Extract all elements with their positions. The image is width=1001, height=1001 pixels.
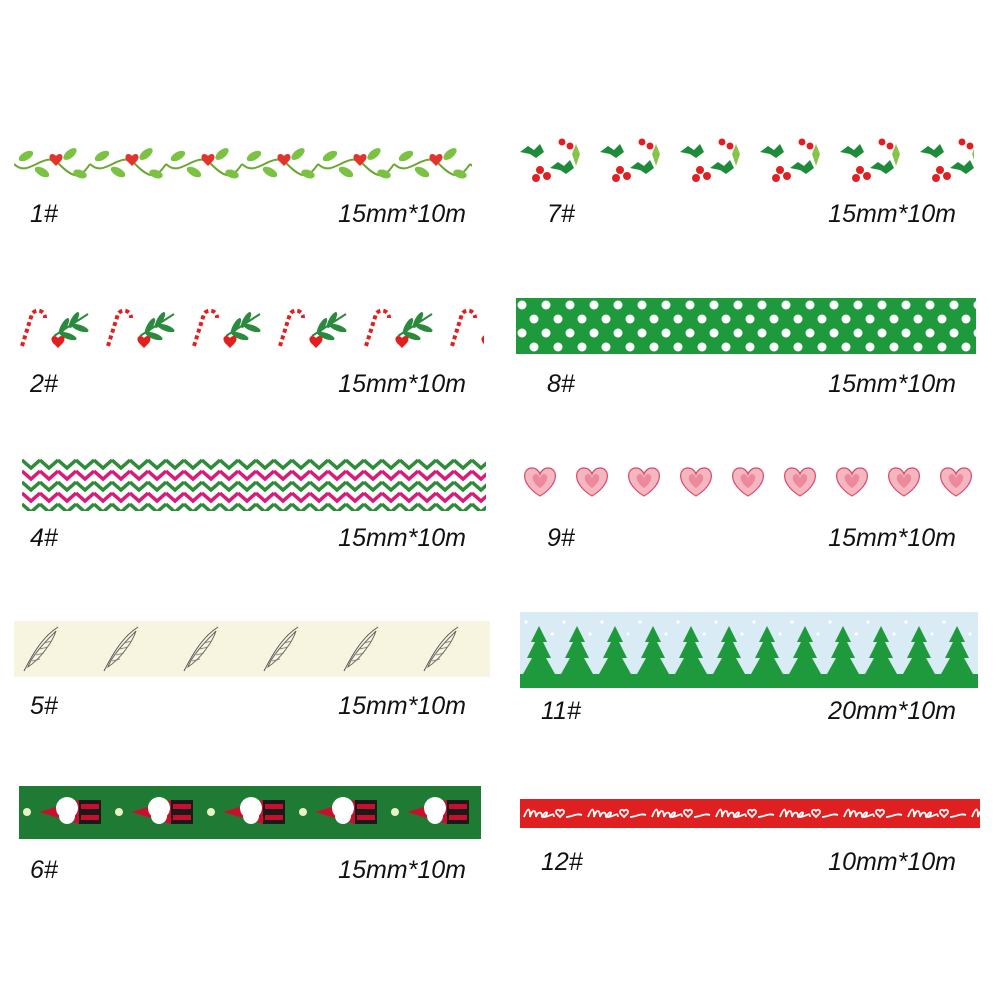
tape-swatch-12	[520, 799, 980, 828]
item-size-6: 15mm*10m	[338, 856, 466, 884]
tape-swatch-9	[514, 456, 976, 508]
polka-dot-pattern	[516, 298, 976, 354]
item-number-9: 9#	[547, 524, 575, 552]
tape-swatch-6	[19, 786, 481, 839]
sketch-feather-pattern	[14, 621, 490, 677]
candy-cane-pattern	[14, 300, 484, 352]
item-size-8: 15mm*10m	[828, 370, 956, 398]
tape-swatch-1	[14, 134, 472, 186]
item-number-8: 8#	[547, 370, 575, 398]
watercolor-hearts-pattern	[514, 456, 976, 508]
item-number-1: 1#	[30, 200, 58, 228]
item-size-9: 15mm*10m	[828, 524, 956, 552]
pine-forest-pattern	[520, 612, 978, 688]
item-number-7: 7#	[547, 200, 575, 228]
item-size-5: 15mm*10m	[338, 692, 466, 720]
tape-swatch-11	[520, 612, 978, 688]
item-number-5: 5#	[30, 692, 58, 720]
item-number-11: 11#	[541, 697, 581, 725]
santa-gnome-pattern	[19, 786, 481, 839]
item-size-11: 20mm*10m	[828, 697, 956, 725]
item-number-4: 4#	[30, 524, 58, 552]
holly-berries-pattern	[514, 134, 974, 186]
tape-swatch-7	[514, 134, 974, 186]
tape-swatch-8	[516, 298, 976, 354]
item-size-4: 15mm*10m	[338, 524, 466, 552]
item-number-12: 12#	[541, 848, 583, 876]
tape-swatch-5	[14, 621, 490, 677]
item-size-1: 15mm*10m	[338, 200, 466, 228]
tape-swatch-2	[14, 300, 484, 352]
item-size-2: 15mm*10m	[338, 370, 466, 398]
leaf-vine-pattern	[14, 134, 472, 186]
item-number-2: 2#	[30, 370, 58, 398]
love-script-pattern	[520, 799, 980, 828]
tape-swatch-4	[22, 456, 486, 511]
item-number-6: 6#	[30, 856, 58, 884]
chevron-pattern	[22, 456, 486, 511]
item-size-12: 10mm*10m	[828, 848, 956, 876]
item-size-7: 15mm*10m	[828, 200, 956, 228]
